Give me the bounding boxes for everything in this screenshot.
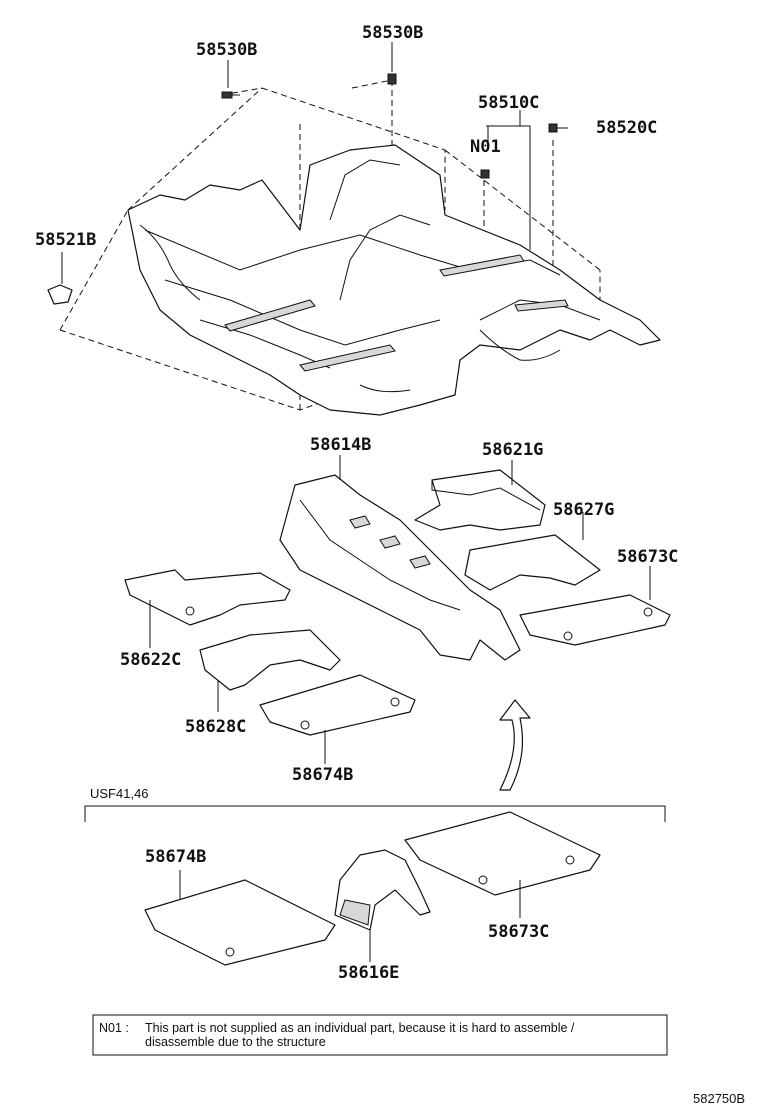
label-58622c: 58622C [120,650,181,670]
note-box [92,1014,668,1056]
label-58627g: 58627G [553,500,614,520]
part-58673c-shape [519,594,671,646]
label-58530b-right: 58530B [362,23,423,43]
part-58627g-shape [464,534,601,591]
label-58614b: 58614B [310,435,371,455]
note-code: N01 : [99,1021,129,1035]
curved-arrow-icon [499,699,531,791]
part-58614b-shape [279,474,521,661]
label-58621g: 58621G [482,440,543,460]
label-variant-58616e: 58616E [338,963,399,983]
label-58510c: 58510C [478,93,539,113]
part-58622c-shape [124,569,291,626]
label-58628c: 58628C [185,717,246,737]
floor-carpet-assembly [47,73,661,416]
part-58621g-shape [414,469,546,531]
part-58628c-shape [199,629,341,691]
label-58520c: 58520C [596,118,657,138]
label-58530b-left: 58530B [196,40,257,60]
label-58673c: 58673C [617,547,678,567]
label-58674b: 58674B [292,765,353,785]
part-58674b-shape [259,674,416,736]
note-line-2: disassemble due to the structure [145,1035,326,1049]
note-line-1: This part is not supplied as an individu… [145,1021,575,1035]
variant-title: USF41,46 [90,786,149,801]
label-variant-58673c: 58673C [488,922,549,942]
variant-part-58674b-shape [144,879,336,966]
label-58521b: 58521B [35,230,96,250]
variant-part-58673c-shape [404,811,601,896]
label-variant-58674b: 58674B [145,847,206,867]
label-n01: N01 [470,137,501,157]
reference-number: 582750B [693,1091,745,1106]
